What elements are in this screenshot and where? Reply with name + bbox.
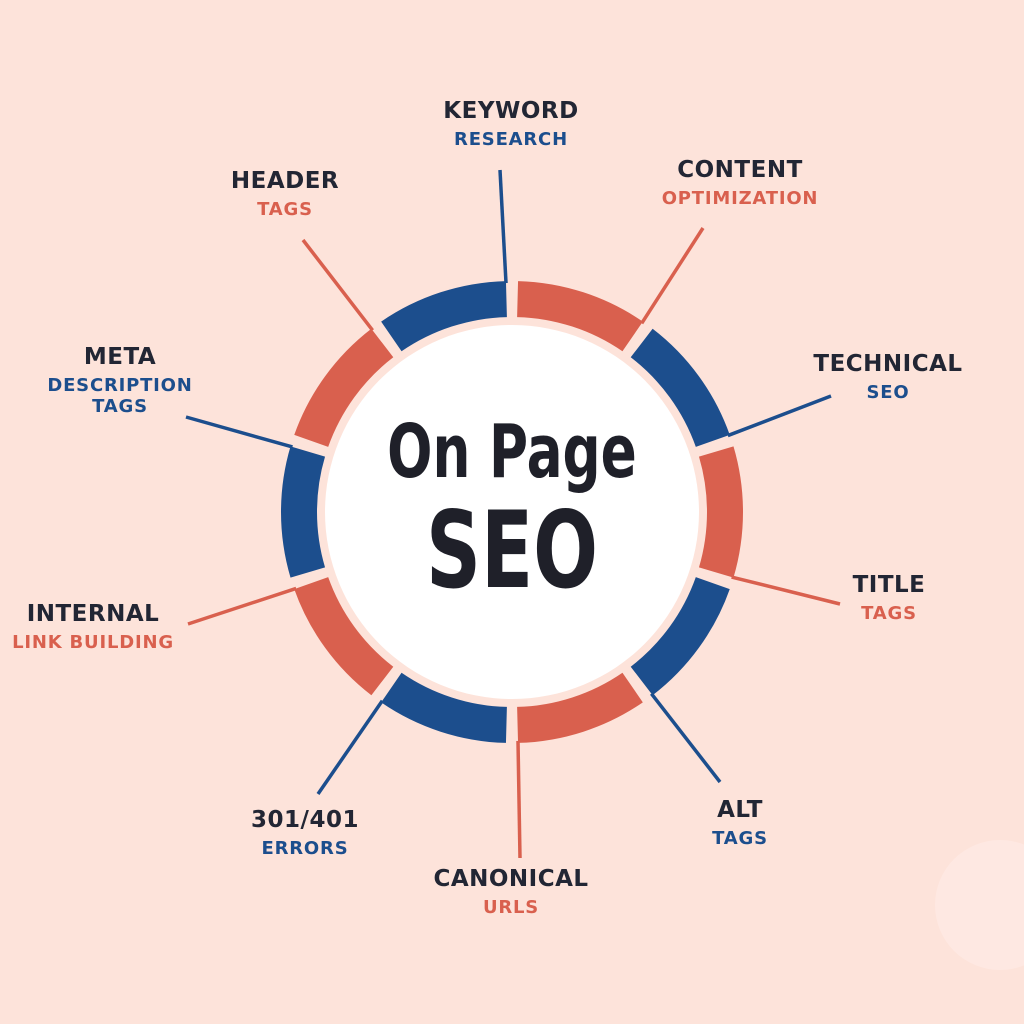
center-title-line1: On Page <box>387 409 637 495</box>
label-title: ALT <box>717 797 763 823</box>
ring-segment-keyword-research <box>381 281 508 352</box>
label-subtitle: OPTIMIZATION <box>661 187 819 209</box>
label-technical-seo: TECHNICAL SEO <box>768 351 1008 403</box>
label-title: CANONICAL <box>433 866 589 892</box>
connector-line-301-401-errors <box>316 699 384 795</box>
ring-segment-canonical-urls <box>516 672 643 743</box>
label-title: INTERNAL <box>26 601 160 627</box>
connector-lines <box>185 169 841 859</box>
ring-segment-title-tags <box>698 446 743 578</box>
label-header-tags: HEADER TAGS <box>165 168 405 220</box>
connector-line-alt-tags <box>650 692 722 784</box>
label-title: CONTENT <box>677 157 803 183</box>
label-subtitle: TAGS <box>861 602 917 624</box>
label-subtitle: URLS <box>482 896 540 918</box>
center-title-line2: SEO <box>426 489 598 613</box>
connector-line-content-optimization <box>640 227 705 325</box>
connector-line-keyword-research <box>498 169 508 284</box>
label-canonical-urls: CANONICAL URLS <box>391 866 631 918</box>
connector-line-internal-link-building <box>187 586 297 626</box>
label-subtitle: LINK BUILDING <box>12 631 174 653</box>
ring-segment-header-tags <box>294 328 394 448</box>
label-subtitle: TAGS <box>257 198 313 220</box>
label-subtitle: TAGS <box>712 827 768 849</box>
connector-line-canonical-urls <box>516 740 522 859</box>
label-alt-tags: ALT TAGS <box>620 797 860 849</box>
label-subtitle: RESEARCH <box>454 128 568 150</box>
ring-segment-meta-description-tags <box>281 446 326 578</box>
label-content-optimization: CONTENT OPTIMIZATION <box>620 157 860 209</box>
label-title: 301/401 <box>251 807 359 833</box>
label-meta-description-tags: META DESCRIPTION TAGS <box>0 344 240 418</box>
center-circle <box>325 325 699 699</box>
label-title: HEADER <box>230 168 340 194</box>
ring-segment-technical-seo <box>630 328 730 448</box>
label-subtitle: ERRORS <box>261 837 349 859</box>
connector-line-technical-seo <box>727 394 832 438</box>
ring-segment-internal-link-building <box>294 576 394 696</box>
label-subtitle: SEO <box>866 381 910 403</box>
label-internal-link-building: INTERNAL LINK BUILDING <box>0 601 213 653</box>
label-title: TITLE <box>852 572 926 598</box>
label-301-401-errors: 301/401 ERRORS <box>185 807 425 859</box>
label-keyword-research: KEYWORD RESEARCH <box>391 98 631 150</box>
ring-segment-alt-tags <box>630 576 730 696</box>
label-title: META <box>83 344 157 370</box>
label-title: TECHNICAL <box>813 351 963 377</box>
ring-segment-301-401-errors <box>381 672 508 743</box>
connector-line-title-tags <box>731 575 841 606</box>
ring-segments <box>281 281 743 743</box>
label-title-tags: TITLE TAGS <box>769 572 1009 624</box>
connector-line-meta-description-tags <box>185 415 293 449</box>
label-subtitle-line2: TAGS <box>92 396 148 418</box>
label-title: KEYWORD <box>443 98 579 124</box>
label-subtitle: DESCRIPTION <box>47 374 193 396</box>
ring-segment-content-optimization <box>516 281 643 352</box>
center-title: On Page SEO <box>332 409 692 613</box>
connector-line-header-tags <box>301 238 374 332</box>
